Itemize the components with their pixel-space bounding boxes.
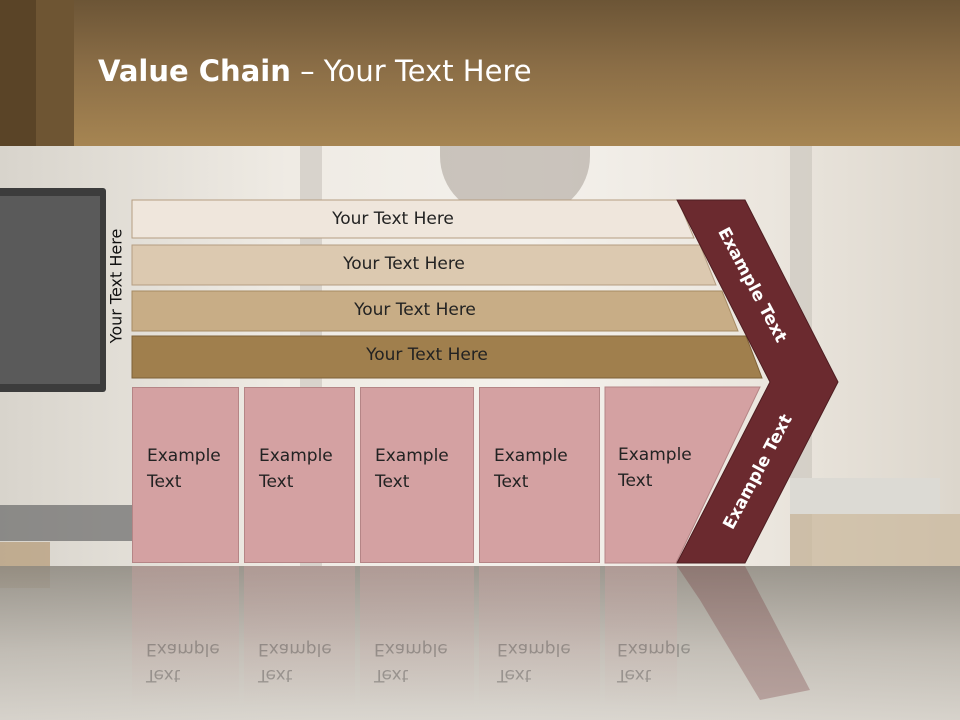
title-rest: – Your Text Here xyxy=(290,54,532,88)
box-1-line2: Text xyxy=(147,472,182,492)
row-1[interactable]: Your Text Here xyxy=(131,199,695,239)
row-3-label: Your Text Here xyxy=(354,300,476,320)
background-keyboard xyxy=(0,505,132,541)
row-2-label: Your Text Here xyxy=(343,254,465,274)
row-2[interactable]: Your Text Here xyxy=(131,244,717,286)
header-accent-bar-2 xyxy=(36,0,74,146)
box-1-line1: Example xyxy=(147,446,221,466)
header-band: Value Chain – Your Text Here xyxy=(0,0,960,146)
box-2-line1: Example xyxy=(259,446,333,466)
activity-box-1[interactable]: Example Text xyxy=(132,387,239,563)
row-4-label: Your Text Here xyxy=(366,345,488,365)
background-binder xyxy=(790,478,940,514)
activity-box-5[interactable]: Example Text xyxy=(618,442,692,494)
background-monitor-screen xyxy=(0,196,100,384)
box-reflection xyxy=(479,566,600,706)
box-4-line2: Text xyxy=(494,472,529,492)
box-reflection xyxy=(360,566,474,706)
activity-box-4[interactable]: Example Text xyxy=(479,387,600,563)
slide-title[interactable]: Value Chain – Your Text Here xyxy=(98,54,532,88)
box-reflection xyxy=(132,566,239,706)
reflection-floor xyxy=(0,566,960,720)
activity-box-3[interactable]: Example Text xyxy=(360,387,474,563)
box-5-line2: Text xyxy=(618,471,653,491)
header-accent-bar xyxy=(0,0,36,146)
activity-box-2[interactable]: Example Text xyxy=(244,387,355,563)
background-desk xyxy=(790,514,960,566)
box-reflection xyxy=(244,566,355,706)
box-reflection xyxy=(605,566,677,706)
row-4-shape xyxy=(131,335,763,379)
box-3-line2: Text xyxy=(375,472,410,492)
row-1-label: Your Text Here xyxy=(332,209,454,229)
row-1-shape xyxy=(131,199,695,239)
box-3-line1: Example xyxy=(375,446,449,466)
row-3[interactable]: Your Text Here xyxy=(131,290,739,332)
row-3-shape xyxy=(131,290,739,332)
box-2-line2: Text xyxy=(259,472,294,492)
box-5-line1: Example xyxy=(618,445,692,465)
title-bold: Value Chain xyxy=(98,54,291,88)
row-4[interactable]: Your Text Here xyxy=(131,335,763,379)
row-2-shape xyxy=(131,244,717,286)
chevron-shape xyxy=(676,199,839,564)
box-4-line1: Example xyxy=(494,446,568,466)
